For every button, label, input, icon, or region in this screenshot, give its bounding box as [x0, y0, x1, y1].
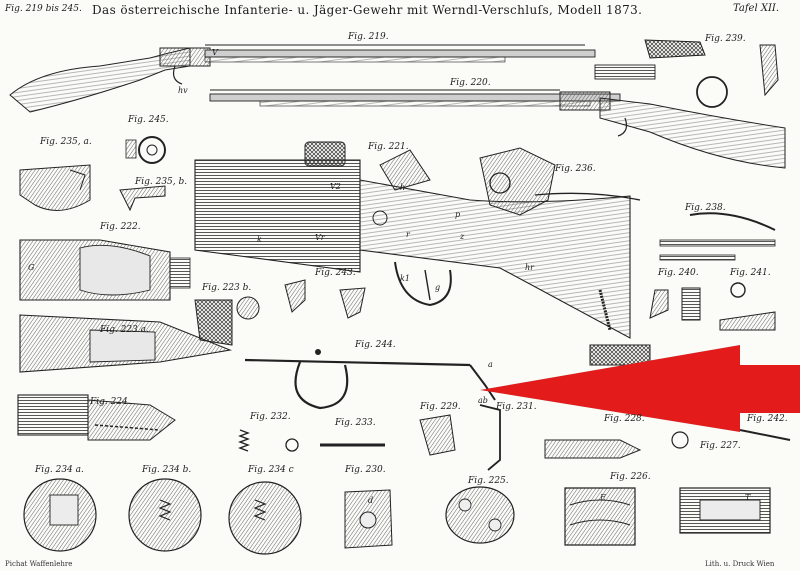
spring-fig-231	[479, 404, 501, 471]
fig-label-230: Fig. 230.	[345, 465, 386, 475]
part-fig-235b	[119, 185, 166, 212]
fig-label-234a: Fig. 234 a.	[35, 465, 84, 475]
fig-label-238: Fig. 238.	[685, 203, 726, 213]
part-fig-240a	[649, 289, 669, 319]
part-label-k1: k1	[400, 274, 410, 283]
lock-fig-236	[479, 147, 641, 216]
spring-fig-232	[238, 429, 250, 452]
part-fig-243b	[339, 287, 366, 319]
part-label-ab: ab	[478, 396, 488, 405]
part-label-hr: hr	[525, 263, 534, 272]
fig-label-223a: Fig. 223 a.	[100, 325, 149, 335]
cylinder-fig-226	[564, 487, 636, 546]
credit-left: Pichat Waffenlehre	[5, 560, 73, 568]
credit-right: Lith. u. Druck Wien	[705, 560, 775, 568]
fig-label-228: Fig. 228.	[604, 414, 645, 424]
fig-label-224: Fig. 224.	[90, 397, 131, 407]
part-label-z: z	[460, 232, 465, 241]
fig-label-244: Fig. 244.	[355, 340, 396, 350]
fig-label-239: Fig. 239.	[705, 34, 746, 44]
part-fig-242a	[719, 311, 776, 331]
part-label-d: d	[368, 496, 374, 505]
rod-fig-238	[659, 239, 776, 247]
spring-fig-238	[689, 212, 776, 231]
breech-block-fig-223a	[19, 314, 233, 373]
part-fig-235a	[19, 164, 91, 211]
figure-range-label: Fig. 219 bis 245.	[5, 4, 82, 14]
part-label-p: p	[455, 210, 461, 219]
breech-round-fig-234b	[128, 478, 202, 552]
fig-label-225: Fig. 225.	[468, 476, 509, 486]
part-label-T: T	[745, 493, 751, 502]
part-label-r: r	[406, 230, 410, 239]
part-fig-241	[730, 282, 746, 298]
fig-label-229: Fig. 229.	[420, 402, 461, 412]
breech-round-fig-230	[344, 489, 393, 549]
breech-block-fig-224	[17, 394, 176, 441]
fig-label-233: Fig. 233.	[335, 418, 376, 428]
trigger-guard-fig-244	[244, 349, 496, 410]
part-label-h: h	[400, 183, 406, 192]
part-label-G: G	[28, 263, 35, 272]
fig-label-235a: Fig. 235, a.	[40, 137, 92, 147]
fig-label-222: Fig. 222.	[100, 222, 141, 232]
fig-label-235b: Fig. 235, b.	[135, 177, 188, 187]
part-label-hv: hv	[178, 86, 188, 95]
fig-label-226: Fig. 226.	[610, 472, 651, 482]
rod-fig-238b	[659, 254, 736, 261]
part-fig-240b	[681, 287, 701, 321]
part-label-a: a	[488, 360, 493, 369]
part-fig-229	[419, 414, 456, 456]
fig-label-234b: Fig. 234 b.	[142, 465, 192, 475]
fig-label-219: Fig. 219.	[348, 32, 389, 42]
part-label-V2: V2	[330, 182, 341, 191]
part-label-V: V	[212, 48, 218, 57]
screw-fig-232	[285, 438, 299, 452]
breech-section-fig-221	[194, 141, 631, 339]
fig-label-231: Fig. 231.	[496, 402, 537, 412]
part-fig-239	[594, 39, 779, 108]
part-label-k: k	[257, 235, 262, 244]
plate-number: Tafel XII.	[733, 3, 780, 14]
fig-label-220: Fig. 220.	[450, 78, 491, 88]
fig-label-242: Fig. 242.	[747, 414, 788, 424]
part-fig-243a	[284, 279, 306, 313]
fig-label-243: Fig. 243.	[315, 268, 356, 278]
breech-block-fig-222	[19, 239, 191, 301]
part-fig-223b	[194, 299, 233, 346]
rifle-fig-220	[209, 89, 786, 169]
part-label-Vr: Vr	[315, 233, 325, 242]
fig-label-223b: Fig. 223 b.	[202, 283, 252, 293]
rifle-fig-219	[9, 44, 596, 113]
part-label-E: E	[600, 493, 606, 502]
pin-fig-228	[544, 439, 642, 459]
fig-label-241: Fig. 241.	[730, 268, 771, 278]
part-fig-237	[589, 344, 651, 366]
fig-label-221: Fig. 221.	[368, 142, 409, 152]
part-label-g: g	[435, 283, 441, 292]
fig-label-232: Fig. 232.	[250, 412, 291, 422]
fig-label-240: Fig. 240.	[658, 268, 699, 278]
fig-label-234c: Fig. 234 c	[248, 465, 294, 475]
fig-label-245: Fig. 245.	[128, 115, 169, 125]
plate-title: Das österreichische Infanterie- u. Jäger…	[92, 3, 643, 17]
cylinder-fig-225	[445, 486, 515, 544]
breech-round-fig-234a	[23, 478, 97, 552]
cam-fig-223b	[236, 296, 260, 320]
fig-label-236: Fig. 236.	[555, 164, 596, 174]
fig-label-227: Fig. 227.	[700, 441, 741, 451]
breech-round-fig-234c	[228, 481, 302, 555]
breech-assembly-fig-227	[671, 429, 791, 534]
ring-fig-245	[125, 136, 166, 164]
red-arrow-annotation	[480, 345, 800, 432]
